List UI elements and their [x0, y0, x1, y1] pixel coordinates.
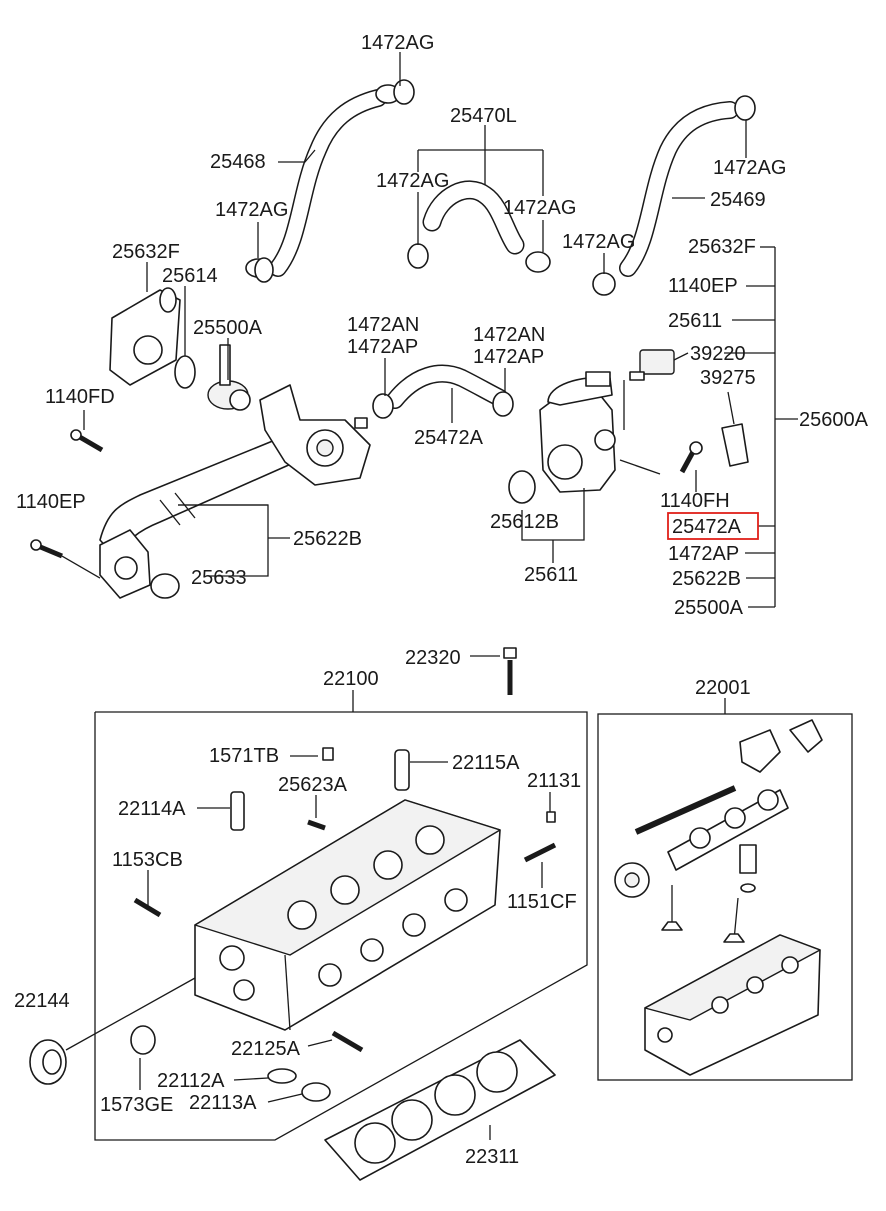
highlight-box	[667, 512, 759, 540]
label-22100: 22100	[323, 668, 379, 690]
plug-1571TB	[322, 747, 334, 761]
label-25500A: 25500A	[193, 317, 263, 339]
box-22001	[597, 713, 853, 1081]
label-25622B: 25622B	[293, 528, 362, 550]
label-1472AP: 1472AP	[347, 336, 418, 358]
rocker-shaft	[634, 785, 737, 835]
label-1573GE: 1573GE	[100, 1094, 173, 1116]
label-25612B: 25612B	[490, 511, 559, 533]
label-25611: 25611	[524, 564, 578, 586]
stud-1151CF	[523, 842, 557, 863]
label-1472AG: 1472AG	[562, 231, 635, 253]
bolt-1140FH	[679, 448, 697, 474]
rocker-arm	[739, 729, 781, 773]
hose-clamp	[734, 95, 756, 121]
dowel-22114A	[230, 791, 245, 831]
head-gasket-22311	[324, 1039, 556, 1181]
label-1472AG: 1472AG	[215, 199, 288, 221]
sensor-39220	[639, 349, 675, 375]
label-1472AG: 1472AG	[503, 197, 576, 219]
label-25614: 25614	[162, 265, 218, 287]
seal-1573GE	[130, 1025, 156, 1055]
label-25500A: 25500A	[674, 597, 744, 619]
seal-22112A	[267, 1068, 297, 1084]
label-25472A-highlighted: 25472A	[672, 516, 742, 538]
label-22144: 22144	[14, 990, 70, 1012]
label-1140EP: 1140EP	[668, 275, 738, 297]
label-22112A: 22112A	[157, 1070, 225, 1092]
stud-1153CB	[133, 897, 162, 918]
o-ring-25633	[150, 573, 180, 599]
label-1472AN: 1472AN	[473, 324, 545, 346]
hose-clamp	[372, 393, 394, 419]
label-25470L: 25470L	[450, 105, 517, 127]
label-25632F: 25632F	[112, 241, 180, 263]
box-22100	[94, 711, 588, 1141]
label-25633: 25633	[191, 567, 247, 589]
label-1140FD: 1140FD	[45, 386, 115, 408]
valve	[733, 897, 739, 941]
plug-21131	[546, 811, 556, 823]
pin-25623A	[307, 819, 326, 831]
label-1571TB: 1571TB	[209, 745, 279, 767]
dowel-22115A	[394, 749, 410, 791]
label-25632F: 25632F	[688, 236, 756, 258]
hose-clamp	[592, 272, 616, 296]
valve-spring	[739, 844, 757, 874]
label-25472A: 25472A	[414, 427, 484, 449]
label-25600A: 25600A	[799, 409, 869, 431]
hose-clamp	[525, 251, 551, 273]
label-22115A: 22115A	[452, 752, 520, 774]
label-21131: 21131	[527, 770, 581, 792]
label-39220: 39220	[690, 343, 746, 365]
label-1151CF: 1151CF	[507, 891, 577, 913]
hose-clamp	[254, 257, 274, 283]
label-1472AP: 1472AP	[668, 543, 739, 565]
label-25623A: 25623A	[278, 774, 348, 796]
label-25468: 25468	[210, 151, 266, 173]
gasket-25614	[174, 355, 196, 389]
label-1472AG: 1472AG	[361, 32, 434, 54]
label-25622B: 25622B	[672, 568, 741, 590]
label-22113A: 22113A	[189, 1092, 257, 1114]
label-1472AG: 1472AG	[713, 157, 786, 179]
label-22311: 22311	[465, 1146, 519, 1168]
label-1472AP: 1472AP	[473, 346, 544, 368]
hose-clamp	[393, 79, 415, 105]
label-22114A: 22114A	[118, 798, 186, 820]
bolt-22320	[503, 647, 517, 659]
seal-22113A	[301, 1082, 331, 1102]
label-25611: 25611	[668, 310, 722, 332]
clip-39275	[721, 423, 749, 467]
label-25469: 25469	[710, 189, 766, 211]
label-22001: 22001	[695, 677, 751, 699]
label-1140EP: 1140EP	[16, 491, 86, 513]
label-22320: 22320	[405, 647, 461, 669]
stud-22125A	[331, 1030, 364, 1053]
label-1153CB: 1153CB	[112, 849, 183, 871]
hose-clamp	[492, 391, 514, 417]
label-1140FH: 1140FH	[660, 490, 730, 512]
label-1472AG: 1472AG	[376, 170, 449, 192]
label-1472AN: 1472AN	[347, 314, 419, 336]
bolt-1140EP	[37, 543, 63, 559]
seal-ring-25612B	[508, 470, 536, 504]
label-22125A: 22125A	[231, 1038, 301, 1060]
hose-clamp	[407, 243, 429, 269]
bolt-1140FD	[76, 433, 104, 453]
label-39275: 39275	[700, 367, 756, 389]
